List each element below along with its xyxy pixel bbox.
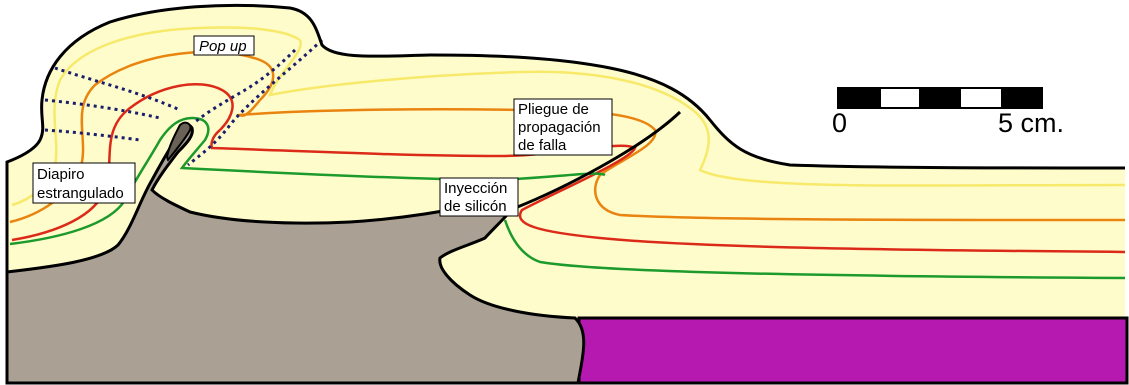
label-diapiro-line1: Diapiro xyxy=(37,166,85,183)
scale-end-label: 5 cm. xyxy=(998,108,1064,138)
label-pop-up: Pop up xyxy=(194,36,254,55)
label-pliegue-line1: Pliegue de xyxy=(518,101,589,118)
label-pliegue-line3: de falla xyxy=(518,137,567,154)
label-diapiro-line2: estrangulado xyxy=(37,185,124,202)
scale-bar: 0 5 cm. xyxy=(832,88,1064,138)
scale-start-label: 0 xyxy=(832,108,847,138)
label-diapiro: Diapiro estrangulado xyxy=(33,163,135,203)
label-pop-up-text: Pop up xyxy=(199,38,247,55)
label-inyeccion-line2: de silicón xyxy=(444,198,507,215)
label-pliegue-line2: propagación xyxy=(518,119,601,136)
label-inyeccion-line1: Inyección xyxy=(444,180,507,197)
label-pliegue: Pliegue de propagación de falla xyxy=(514,99,612,155)
basement-block xyxy=(579,318,1127,383)
label-inyeccion: Inyección de silicón xyxy=(440,178,518,216)
